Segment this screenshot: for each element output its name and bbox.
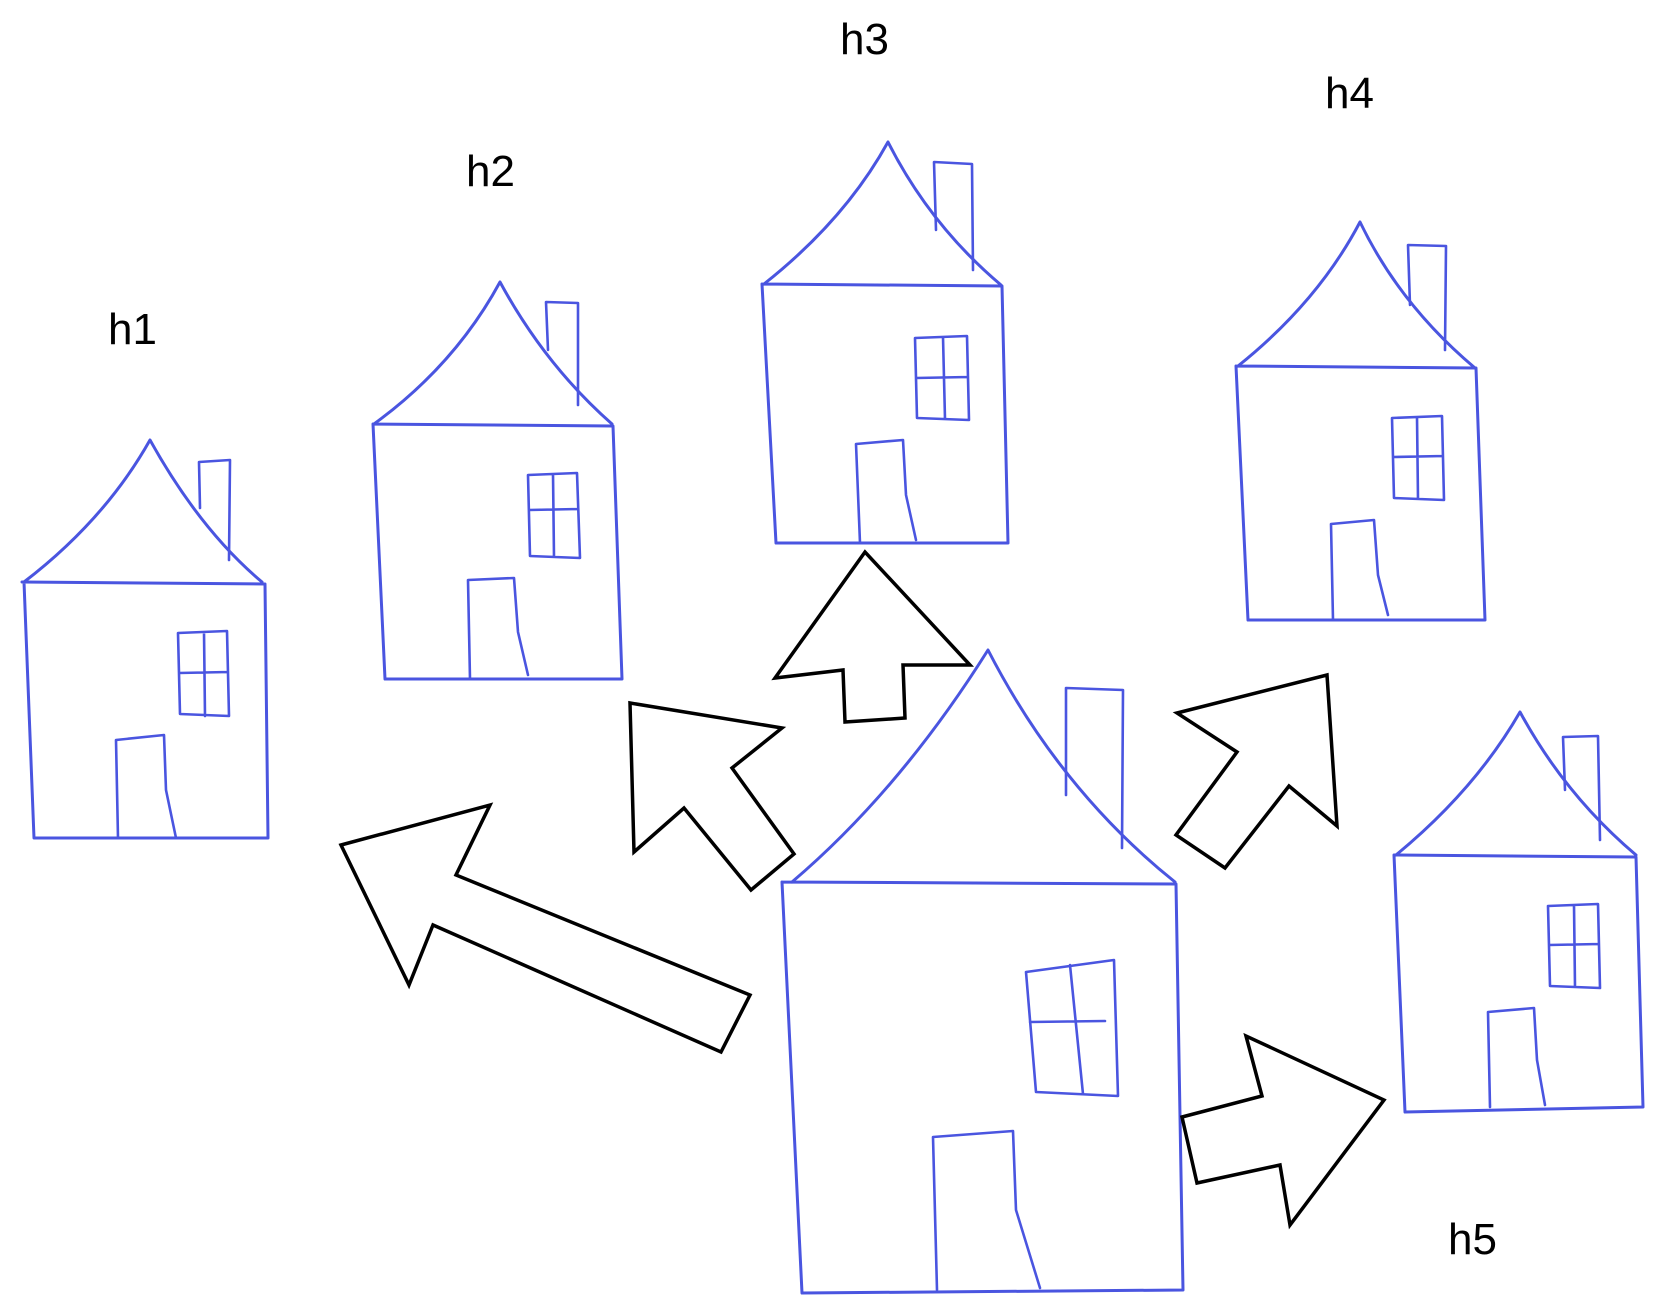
house-h2-window [526,471,582,560]
arrow-to-h2 [628,700,797,893]
house-h1-body [20,580,270,840]
house-h5-body [1392,853,1645,1114]
house-center-chimney [1064,686,1125,850]
arrow-to-h5 [1179,1032,1387,1230]
house-h3-door [854,438,918,545]
house-h1 [20,438,270,840]
house-h3 [760,140,1010,545]
house-h3-body [760,282,1010,545]
house-h3-chimney [932,160,975,272]
label-h5: h5 [1448,1215,1497,1264]
house-h2-roof [372,280,614,426]
house-h3-window [913,334,971,422]
house-center [780,648,1185,1295]
arrow-to-h4 [1172,672,1340,871]
house-h1-chimney [197,458,232,562]
house-center-body [780,880,1185,1295]
house-h1-door [114,733,178,840]
house-h4-roof [1236,220,1477,370]
house-h3-roof [762,140,1003,287]
arrow-to-h1 [338,802,753,1055]
house-center-roof [790,648,1177,884]
arrow-to-h3 [771,549,975,724]
house-h2-chimney [544,300,580,407]
house-h2 [371,280,624,681]
house-h5-chimney [1561,734,1602,842]
label-h1: h1 [108,305,157,354]
house-h4 [1234,220,1487,622]
house-h1-window [176,629,231,718]
house-h4-window [1390,414,1446,502]
house-h5 [1392,710,1645,1114]
house-h4-chimney [1406,243,1448,352]
house-h4-door [1329,518,1390,622]
house-h4-body [1234,364,1487,622]
house-h1-roof [22,438,264,584]
house-center-door [931,1129,1042,1292]
house-h5-window [1546,902,1602,990]
house-h5-door [1486,1006,1547,1109]
house-h2-door [466,576,530,681]
label-h2: h2 [466,147,515,196]
house-h5-roof [1394,710,1638,857]
label-h4: h4 [1325,69,1374,118]
label-h3: h3 [840,15,889,64]
house-h2-body [371,422,624,681]
house-center-window [1024,958,1120,1098]
